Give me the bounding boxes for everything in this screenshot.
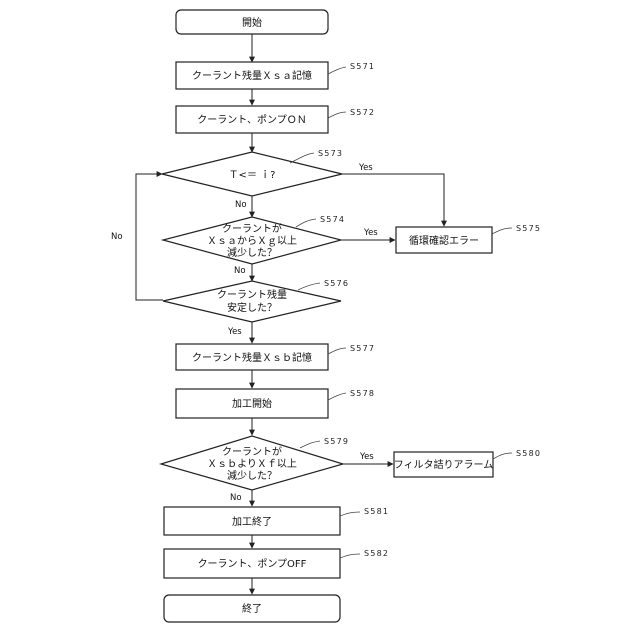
- step-s577: S577: [350, 344, 375, 353]
- step-s574: S574: [320, 215, 345, 224]
- node-s571: クーラント残量Ｘｓａ記憶: [176, 62, 328, 89]
- s572-label: クーラント、ポンプＯＮ: [197, 114, 307, 126]
- node-s577: クーラント残量Ｘｓｂ記憶: [176, 344, 328, 370]
- s579-line2: ＸｓｂよりＸｆ以上: [207, 458, 297, 470]
- no-label-s579: No: [230, 493, 242, 503]
- node-s575: 循環確認エラー: [396, 227, 492, 253]
- node-s578: 加工開始: [176, 389, 328, 418]
- s580-label: フィルタ詰りアラーム: [394, 458, 494, 471]
- end-label: 終了: [242, 602, 262, 615]
- step-s573: S573: [318, 149, 343, 158]
- step-s571: S571: [350, 62, 375, 71]
- step-s578: S578: [350, 389, 375, 398]
- node-end: 終了: [164, 595, 340, 622]
- step-s572: S572: [350, 108, 375, 117]
- start-label: 開始: [242, 16, 262, 29]
- s578-label: 加工開始: [232, 397, 272, 410]
- s577-label: クーラント残量Ｘｓｂ記憶: [192, 351, 312, 364]
- s574-line2: ＸｓａからＸｇ以上: [207, 235, 297, 247]
- step-s580: S580: [516, 449, 541, 458]
- s574-line1: クーラントが: [222, 222, 282, 235]
- no-label-loop: No: [111, 232, 123, 242]
- step-s575: S575: [516, 224, 541, 233]
- arrow-s576-loop: [136, 174, 163, 300]
- node-s581: 加工終了: [164, 507, 340, 535]
- step-leaders: [290, 67, 512, 558]
- yes-label-s574: Yes: [363, 228, 378, 238]
- node-s580: フィルタ詰りアラーム: [394, 452, 494, 477]
- s579-line3: 減少した？: [227, 469, 277, 482]
- s576-line2: 安定した？: [227, 301, 277, 314]
- s571-label: クーラント残量Ｘｓａ記憶: [192, 69, 312, 82]
- node-s579: クーラントが ＸｓｂよりＸｆ以上 減少した？: [161, 436, 343, 490]
- s573-label: Ｔ<＝ ｉ?: [229, 169, 276, 181]
- step-s579: S579: [324, 437, 349, 446]
- s579-line1: クーラントが: [222, 445, 282, 458]
- node-s572: クーラント、ポンプＯＮ: [176, 106, 328, 133]
- node-s573: Ｔ<＝ ｉ?: [162, 152, 342, 196]
- node-s574: クーラントが ＸｓａからＸｇ以上 減少した？: [163, 217, 341, 264]
- no-label-s573: No: [235, 200, 247, 210]
- step-s582: S582: [364, 549, 389, 558]
- yes-label-s573: Yes: [358, 163, 373, 173]
- s582-label: クーラント、ポンプOFF: [198, 558, 307, 570]
- step-numbers: S571 S572 S573 S574 S575 S576 S577 S578 …: [318, 62, 541, 558]
- arrow-s573-s575: [342, 174, 444, 226]
- node-s576: クーラント残量 安定した？: [163, 281, 341, 322]
- node-start: 開始: [176, 10, 328, 34]
- s575-label: 循環確認エラー: [409, 234, 479, 247]
- s574-line3: 減少した？: [227, 246, 277, 259]
- yes-label-s579: Yes: [359, 452, 374, 462]
- no-label-s574: No: [234, 266, 246, 276]
- yes-label-s576: Yes: [227, 327, 242, 337]
- s581-label: 加工終了: [232, 515, 272, 528]
- step-s576: S576: [324, 279, 349, 288]
- s576-line1: クーラント残量: [217, 288, 287, 301]
- step-s581: S581: [364, 507, 389, 516]
- node-s582: クーラント、ポンプOFF: [164, 549, 340, 578]
